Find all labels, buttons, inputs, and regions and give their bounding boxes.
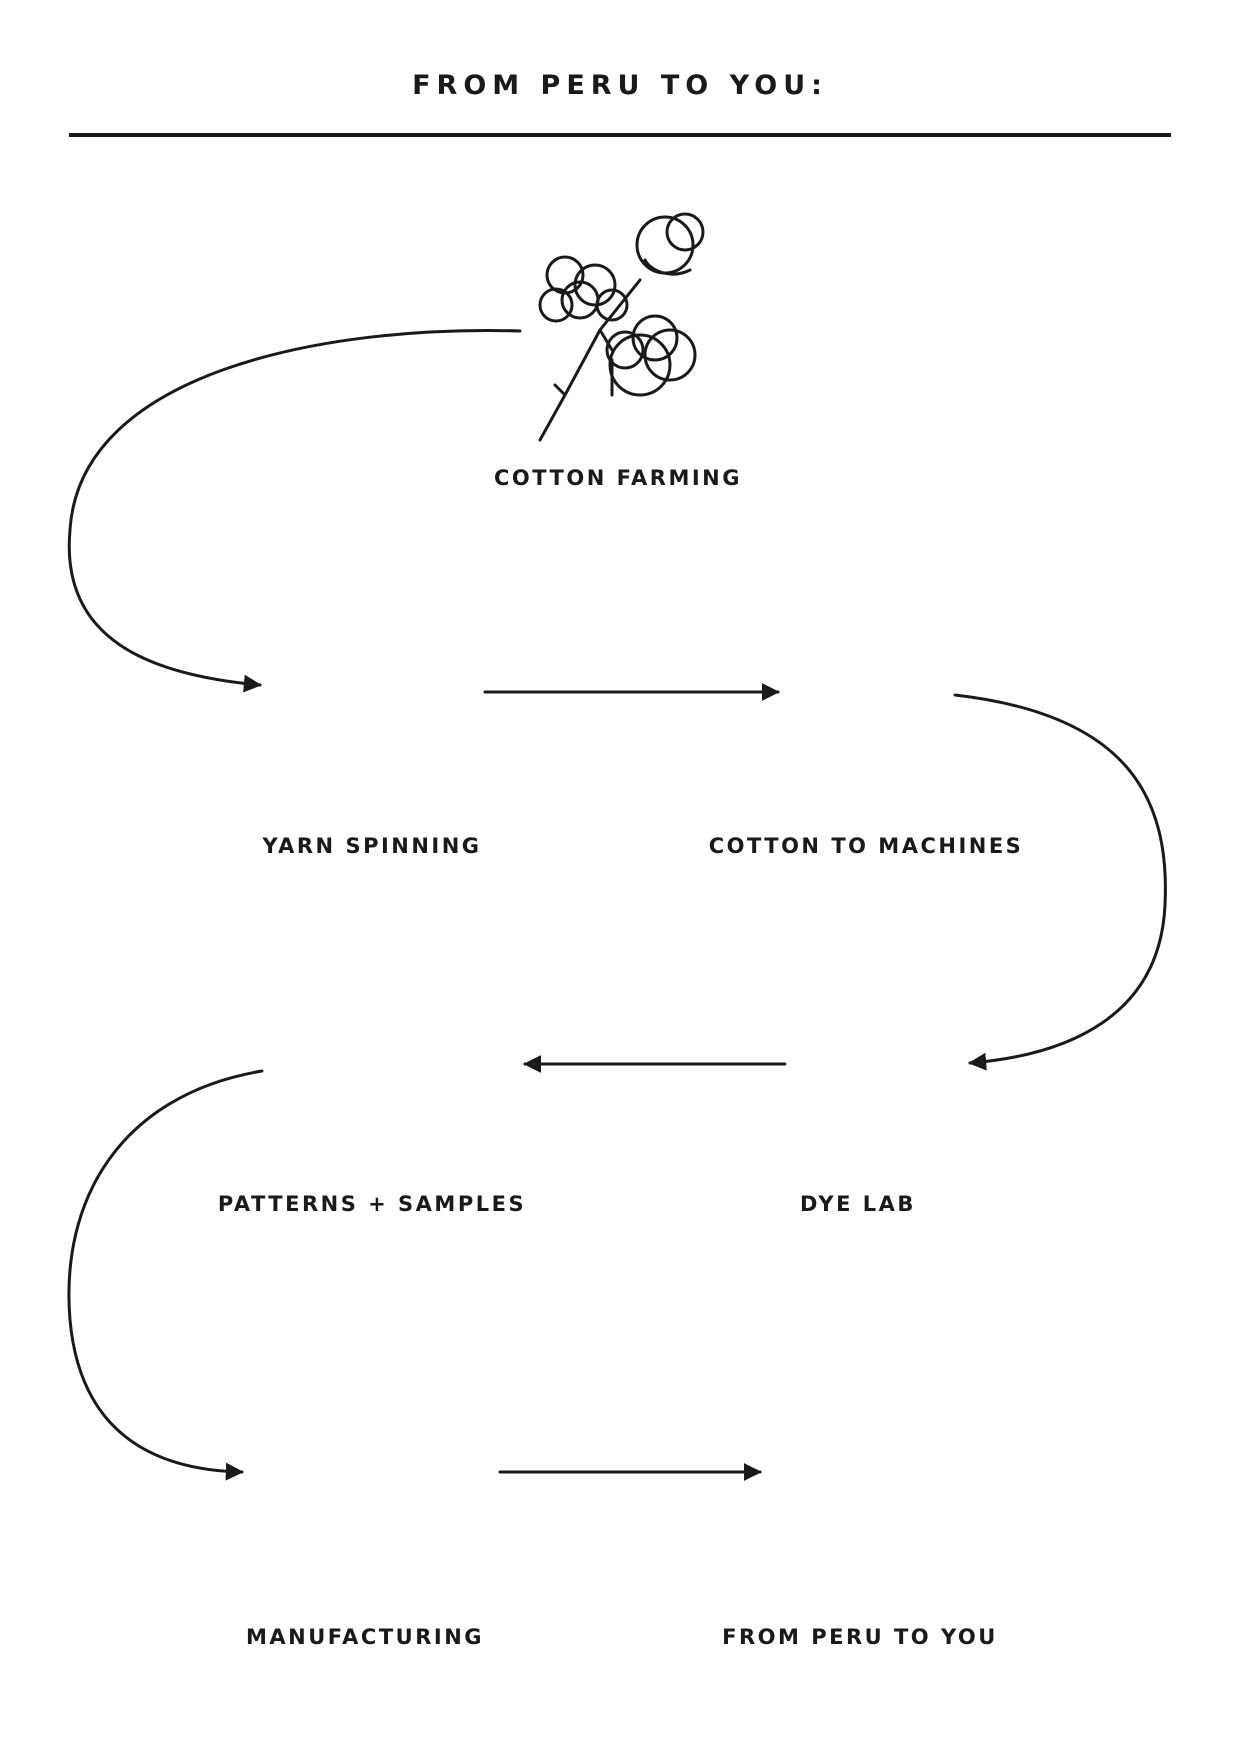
step-label-yarn-spinning: YARN SPINNING (262, 834, 482, 858)
step-label-patterns-samples: PATTERNS + SAMPLES (217, 1192, 527, 1216)
cotton-plant-icon (538, 212, 705, 442)
arrow-machines-to-dyelab (953, 693, 1167, 1071)
step-label-cotton-farming: COTTON FARMING (493, 466, 742, 490)
page-title: FROM PERU TO YOU: (412, 70, 828, 101)
arrow-patterns-to-manufacturing (67, 1069, 264, 1481)
title-divider (69, 133, 1171, 137)
step-label-from-peru-to-you: FROM PERU TO YOU (722, 1625, 998, 1649)
arrow-farming-to-spinning (67, 329, 522, 693)
step-label-dye-lab: DYE LAB (800, 1192, 916, 1216)
step-label-manufacturing: MANUFACTURING (245, 1625, 485, 1649)
step-label-cotton-to-machines: COTTON TO MACHINES (708, 834, 1024, 858)
